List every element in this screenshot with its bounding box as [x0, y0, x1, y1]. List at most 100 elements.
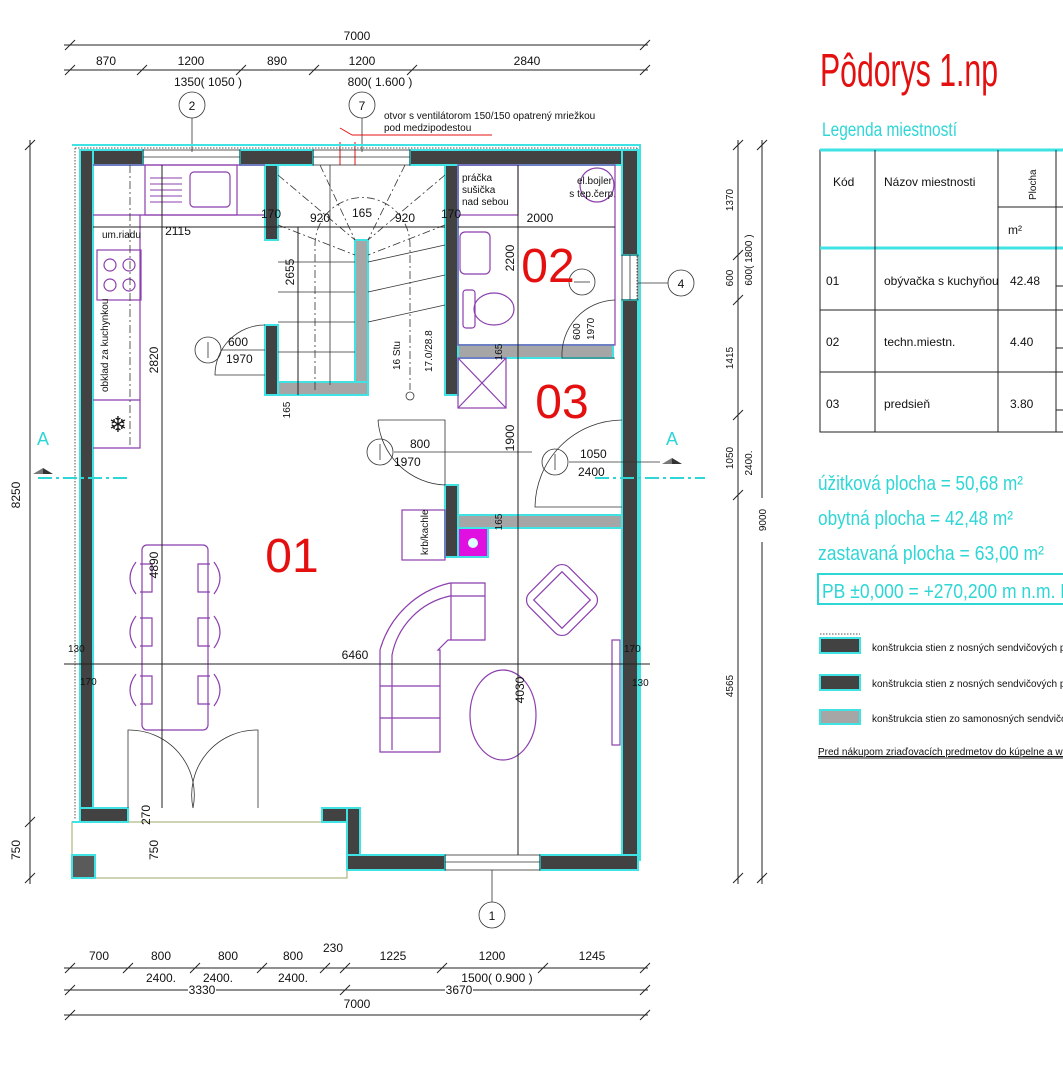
- svg-text:pod medzipodestou: pod medzipodestou: [384, 123, 471, 134]
- room-legend-table: Kód Názov miestnosti Plocha m² 01 obývač…: [819, 148, 1063, 433]
- svg-text:1370: 1370: [725, 188, 736, 211]
- kitchen-sink-icon: [144, 164, 238, 216]
- svg-text:1050: 1050: [725, 446, 736, 469]
- dim-top-window: 800( 1.600 ): [348, 75, 413, 89]
- section-marker-right: A: [595, 429, 705, 479]
- svg-text:nad sebou: nad sebou: [462, 197, 509, 208]
- cooktop-icon: [96, 249, 142, 301]
- svg-text:1225: 1225: [380, 949, 407, 963]
- cladding-label: obklad za kuchynkou: [100, 299, 111, 392]
- dining-chair: [197, 561, 221, 595]
- svg-text:750: 750: [9, 840, 23, 860]
- dining-table: [129, 544, 221, 731]
- legend-swatch-partition: [819, 709, 861, 725]
- fridge-snowflake-icon: ❄: [109, 412, 127, 437]
- svg-text:1970: 1970: [226, 352, 253, 366]
- dimension-tick: [64, 64, 76, 76]
- washbasin-icon: [459, 231, 491, 275]
- svg-text:01: 01: [826, 274, 840, 288]
- svg-text:800: 800: [218, 949, 238, 963]
- shower-tray: [457, 357, 507, 409]
- svg-text:7: 7: [359, 99, 366, 113]
- terrace: [71, 821, 348, 879]
- svg-text:4.40: 4.40: [1010, 335, 1034, 349]
- svg-text:sušička: sušička: [462, 185, 496, 196]
- dimension-tick: [756, 872, 768, 884]
- svg-text:600: 600: [228, 335, 248, 349]
- svg-text:2400.: 2400.: [203, 971, 233, 985]
- kitchen: ❄ um.riadu obklad za kuchynkou: [93, 164, 265, 449]
- area-summary: úžitková plocha = 50,68 m² obytná plocha…: [817, 473, 1063, 605]
- svg-text:konštrukcia stien z nosných se: konštrukcia stien z nosných sendvičových…: [872, 643, 1063, 654]
- stairs-count: 16 Stu: [392, 341, 403, 370]
- dim-top-window: 1350( 1050 ): [174, 75, 242, 89]
- door-kitchen-stairs: 600 1970: [194, 324, 266, 376]
- room-legend-heading: Legenda miestností: [822, 120, 958, 141]
- tech-room-fixtures: práčka sušička nad sebou el.bojler s tep…: [457, 164, 616, 409]
- dimension-tick: [537, 962, 549, 974]
- room-label-01: 01: [265, 530, 318, 583]
- svg-text:1970: 1970: [586, 317, 597, 340]
- dimension-tick: [24, 139, 36, 151]
- door-hall: 800 1970: [366, 419, 532, 486]
- dimension-tick: [64, 962, 76, 974]
- svg-text:170: 170: [261, 207, 281, 221]
- terrace-column: [71, 854, 96, 879]
- dining-chair: [197, 615, 221, 649]
- svg-text:750: 750: [147, 840, 161, 860]
- living-area: obytná plocha = 42,48 m²: [818, 508, 1013, 530]
- dimension-tick: [136, 64, 148, 76]
- table-header-unit: m²: [1008, 223, 1022, 237]
- built-area: zastavaná plocha = 63,00 m²: [818, 543, 1044, 565]
- svg-text:1415: 1415: [725, 346, 736, 369]
- dimension-tick: [319, 962, 331, 974]
- svg-text:600: 600: [572, 323, 583, 340]
- svg-text:2: 2: [189, 99, 196, 113]
- bottom-dimensions: 700 800 800 800 230 1225 1200 1245 2400.…: [64, 941, 651, 1021]
- left-dimensions: 8250 750: [9, 139, 36, 884]
- dimension-tick: [732, 409, 744, 421]
- svg-text:2200: 2200: [503, 244, 517, 271]
- top-dimensions: 7000 870 1200 890 1200 2840 1350( 1050 )…: [64, 29, 651, 89]
- svg-text:4030: 4030: [513, 676, 527, 703]
- dimension-tick: [339, 984, 351, 996]
- svg-text:700: 700: [89, 949, 109, 963]
- svg-text:03: 03: [826, 397, 840, 411]
- dimension-tick: [406, 64, 418, 76]
- table-row: 02 techn.miestn. 4.40: [826, 335, 1034, 349]
- svg-text:1050: 1050: [580, 447, 607, 461]
- usable-area: úžitková plocha = 50,68 m²: [818, 473, 1023, 495]
- section-marker-left: A: [33, 429, 130, 479]
- svg-text:2000: 2000: [527, 211, 554, 225]
- svg-text:270: 270: [139, 805, 153, 825]
- svg-text:170: 170: [80, 677, 97, 688]
- interior-dimensions: 2115 170 920 165 920 170 2000 2820 4890 …: [64, 165, 650, 860]
- dimension-tick: [308, 64, 320, 76]
- svg-text:2115: 2115: [165, 224, 191, 238]
- entrance-door: 1050 2400: [534, 419, 660, 508]
- table-row: 03 predsieň 3.80: [826, 397, 1034, 411]
- svg-text:7000: 7000: [344, 997, 371, 1011]
- svg-text:s tep.čerp.: s tep.čerp.: [569, 189, 616, 200]
- legend-swatch-load-bearing: [819, 674, 861, 691]
- dimension-tick: [64, 1009, 76, 1021]
- svg-text:otvor s ventilátorom 150/150 o: otvor s ventilátorom 150/150 opatrený mr…: [384, 111, 595, 122]
- wall-legend: konštrukcia stien z nosných sendvičových…: [818, 633, 1063, 759]
- axis-marker-7: 7: [348, 91, 376, 152]
- staircase: 16 Stu 17.0/28.8: [277, 164, 446, 401]
- drawing-title: Pôdorys 1.np: [820, 44, 998, 96]
- dimension-tick: [732, 489, 744, 501]
- dimension-tick: [64, 984, 76, 996]
- washer-label: práčka: [462, 173, 492, 184]
- dimension-tick: [235, 64, 247, 76]
- svg-text:165: 165: [494, 343, 505, 360]
- dimension-tick: [256, 962, 268, 974]
- fireplace: krb/kachle: [401, 509, 446, 561]
- axis-marker-2: 2: [178, 91, 206, 152]
- svg-text:165: 165: [282, 401, 293, 418]
- svg-text:165: 165: [494, 513, 505, 530]
- legend-swatch-load-bearing-insulated: [819, 637, 861, 654]
- boiler-icon: [579, 167, 615, 203]
- table-header-area: Plocha: [1028, 169, 1039, 200]
